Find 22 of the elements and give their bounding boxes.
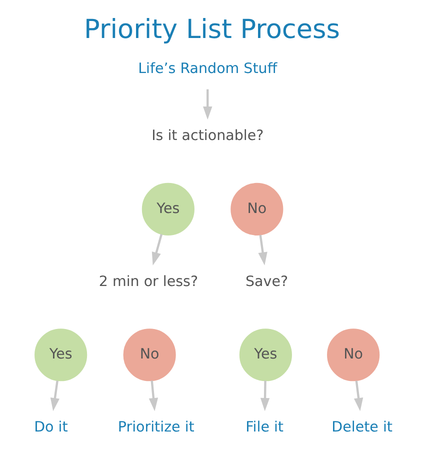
node-text: Is it actionable? <box>151 128 264 144</box>
node-text: Save? <box>245 274 288 290</box>
diagram-title: Priority List Process <box>84 14 340 45</box>
node-text: Prioritize it <box>117 419 194 436</box>
arrow <box>202 89 212 120</box>
arrow <box>260 380 270 412</box>
node-text: Delete it <box>331 419 392 436</box>
arrow <box>50 380 59 412</box>
node-circle: Yes <box>141 182 194 236</box>
arrow <box>148 380 158 412</box>
node-text: File it <box>245 419 284 436</box>
arrow <box>151 234 162 266</box>
node-circle: Yes <box>238 328 292 382</box>
arrow <box>258 234 267 266</box>
node-text: Do it <box>34 419 68 436</box>
node-circle: No <box>230 182 283 236</box>
node-text: 2 min or less? <box>98 274 198 290</box>
node-text: Life’s Random Stuff <box>138 61 277 78</box>
node-circle: No <box>326 328 380 382</box>
node-circle: Yes <box>34 328 87 382</box>
arrow <box>353 380 363 412</box>
node-circle: No <box>122 328 176 382</box>
